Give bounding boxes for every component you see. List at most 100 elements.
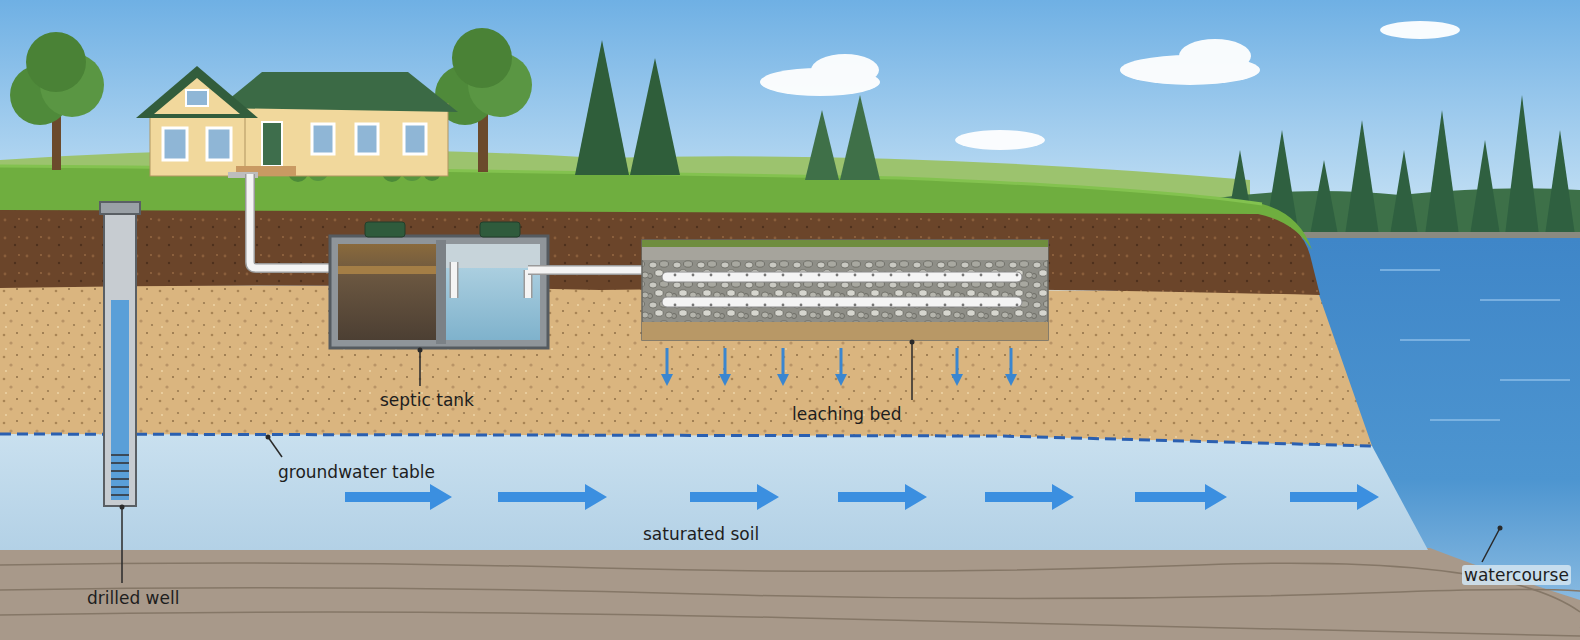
window [163, 128, 187, 160]
leader-dot [418, 348, 423, 353]
air-space [446, 244, 540, 268]
window [404, 124, 426, 154]
ripple [1480, 299, 1560, 301]
leaching-bed [642, 240, 1048, 340]
leader-dot [910, 340, 915, 345]
callout-label: drilled well [85, 588, 181, 608]
flow-arrow [690, 484, 779, 510]
drilled-well [100, 202, 140, 506]
arrow-head [1005, 374, 1017, 386]
door [262, 122, 282, 166]
window [207, 128, 231, 160]
callout-label: septic tank [378, 390, 476, 410]
conifer [1545, 130, 1575, 235]
gable-face [154, 78, 240, 114]
conifer [1390, 150, 1418, 235]
pipe [528, 267, 660, 274]
perforated-pipe [662, 272, 1022, 282]
leader-line [268, 437, 282, 457]
flow-arrow [1290, 484, 1379, 510]
ripple [1380, 269, 1440, 271]
conifer [1345, 120, 1379, 235]
bedrock-strata [0, 563, 1580, 636]
arrow-shaft [782, 348, 785, 376]
screen-slot [111, 462, 129, 464]
tank-shell [330, 236, 548, 348]
leader-line [1482, 528, 1500, 562]
gravel-bed [642, 240, 1048, 340]
bed-cover [642, 247, 1048, 260]
house [136, 66, 458, 178]
screen-slot [111, 470, 129, 472]
gable-wall [150, 112, 245, 176]
house-roof [218, 72, 458, 112]
arrow-head [951, 374, 963, 386]
callout-label: groundwater table [276, 462, 437, 482]
conifer [840, 95, 880, 180]
middle-tree [435, 28, 532, 172]
screen-slot [111, 494, 129, 496]
tree-crown [26, 32, 86, 92]
callout-label: saturated soil [641, 524, 761, 544]
saturated-zone [0, 434, 1428, 550]
arrow-head [661, 374, 673, 386]
clear-chamber [446, 244, 540, 340]
cloud [955, 130, 1045, 150]
arrow-head [835, 374, 847, 386]
arrow-head [777, 374, 789, 386]
conifer [630, 58, 680, 175]
stratum-line [0, 588, 1580, 628]
water-ripples [1380, 270, 1570, 420]
leader-dot [120, 505, 125, 510]
sludge-chamber [338, 244, 436, 340]
effluent-pipe [528, 270, 660, 271]
bedrock [0, 545, 1580, 640]
flow-arrow [985, 484, 1074, 510]
house-wall [228, 104, 448, 176]
well-water [111, 300, 129, 500]
ripple [1500, 379, 1570, 381]
arrow-shaft [1010, 348, 1013, 376]
arrow-shaft [724, 348, 727, 376]
screen-slot [111, 454, 129, 456]
leader-line [419, 350, 421, 386]
bed-grass [642, 240, 1048, 247]
flow-arrow [838, 484, 927, 510]
conifer [805, 110, 839, 180]
conifer [1310, 160, 1338, 235]
tank-lid [480, 222, 520, 237]
transfer-pipe [451, 262, 457, 298]
flow-arrow [1135, 484, 1227, 510]
grass [0, 166, 1312, 250]
screen-slot [111, 486, 129, 488]
cloud [1179, 39, 1251, 73]
percolation-arrows [661, 348, 1017, 386]
leader-dot [266, 435, 271, 440]
baffle-wall [436, 240, 446, 344]
well-screen [111, 455, 129, 495]
groundwater-flow-arrows [345, 484, 1379, 510]
tank-lid [365, 222, 405, 237]
conifer [1425, 110, 1459, 235]
flow-arrow [498, 484, 607, 510]
scum-layer [338, 266, 436, 274]
leader-lines [120, 340, 1503, 584]
groundwater-table-line [0, 434, 1372, 446]
leader-dot [1498, 526, 1503, 531]
transfer-pipe-outline [450, 262, 459, 298]
septic-tank [330, 222, 548, 348]
perforated-pipe [662, 297, 1022, 307]
cloud [811, 54, 879, 86]
ripple [1400, 339, 1470, 341]
callout-label: leaching bed [790, 404, 903, 424]
cloud [1380, 21, 1460, 39]
well-casing [104, 208, 136, 506]
window [312, 124, 334, 154]
bed-base [642, 322, 1048, 340]
arrow-head [719, 374, 731, 386]
left-tree [10, 32, 104, 170]
conifer [1505, 95, 1539, 235]
leader-line [121, 507, 123, 583]
flow-arrow [345, 484, 452, 510]
